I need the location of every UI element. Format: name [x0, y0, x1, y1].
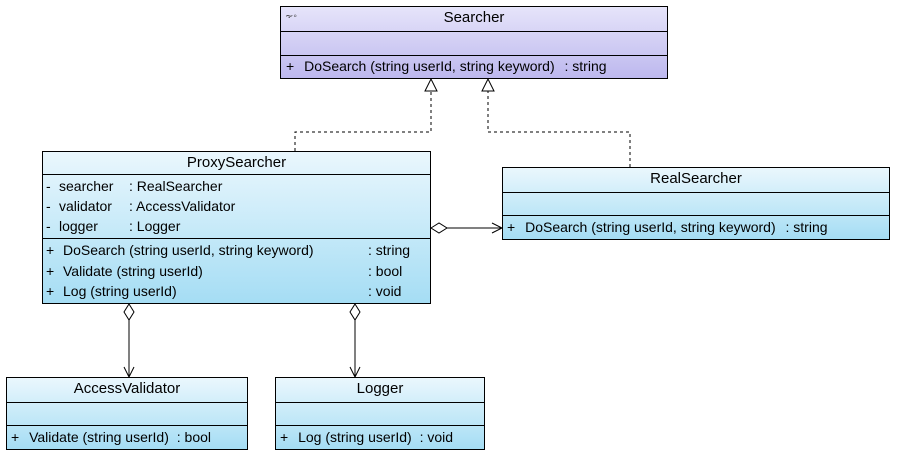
divider — [503, 192, 889, 193]
realization-proxy-to-searcher — [294, 77, 438, 151]
aggregation-diamond — [430, 222, 448, 234]
class-name: AccessValidator — [73, 380, 181, 397]
operation-row: + Log (string userId) : void — [280, 428, 453, 446]
return-type: : void — [368, 283, 402, 299]
visibility-marker: + — [286, 58, 295, 74]
visibility-marker: - — [46, 218, 51, 234]
return-type: : string — [368, 242, 411, 258]
attribute-type: : AccessValidator — [129, 198, 236, 214]
interface-icon: ⸟◦ — [285, 11, 297, 22]
class-name: RealSearcher — [650, 170, 742, 187]
divider — [281, 55, 667, 56]
divider — [503, 215, 889, 216]
return-type: : void — [419, 429, 454, 445]
operation-signature: Log (string userId) — [63, 283, 177, 299]
attribute-name: searcher — [59, 178, 114, 194]
visibility-marker: + — [11, 429, 20, 445]
return-type: : string — [785, 219, 828, 235]
visibility-marker: + — [46, 283, 55, 299]
proxysearcher-class-box[interactable]: ProxySearcher - searcher : RealSearcher … — [42, 151, 431, 304]
searcher-interface-box[interactable]: ⸟◦ Searcher + DoSearch (string userId, s… — [280, 6, 668, 79]
realization-arrowhead — [481, 77, 495, 92]
attribute-type: : RealSearcher — [129, 178, 223, 194]
operation-row: + Validate (string userId) : bool — [11, 428, 211, 446]
realization-real-to-searcher — [481, 77, 631, 167]
operation-row: + DoSearch (string userId, string keywor… — [507, 218, 828, 236]
divider — [281, 31, 667, 32]
divider — [7, 402, 247, 403]
operation-signature: DoSearch (string userId, string keyword) — [525, 219, 776, 235]
visibility-marker: + — [507, 219, 516, 235]
realsearcher-class-box[interactable]: RealSearcher + DoSearch (string userId, … — [502, 167, 890, 240]
divider — [276, 402, 484, 403]
attribute-name: logger — [59, 218, 98, 234]
class-name: Searcher — [443, 9, 505, 26]
divider — [7, 425, 247, 426]
accessvalidator-class-box[interactable]: AccessValidator + Validate (string userI… — [6, 377, 248, 450]
visibility-marker: + — [280, 429, 289, 445]
attribute-name: validator — [59, 198, 112, 214]
operation-row: + DoSearch (string userId, string keywor… — [286, 57, 607, 75]
divider — [43, 238, 430, 239]
logger-class-box[interactable]: Logger + Log (string userId) : void — [275, 377, 485, 450]
visibility-marker: - — [46, 178, 51, 194]
aggregation-proxy-to-real — [430, 222, 504, 234]
aggregation-proxy-to-logger — [349, 303, 361, 379]
operation-signature: Validate (string userId) — [29, 429, 169, 445]
return-type: : bool — [176, 429, 212, 445]
class-name: Logger — [356, 380, 404, 397]
attribute-row: - — [46, 177, 51, 195]
attribute-row: - — [46, 197, 51, 215]
aggregation-diamond — [123, 303, 135, 321]
visibility-marker: - — [46, 198, 51, 214]
attribute-row: - — [46, 217, 51, 235]
class-name: ProxySearcher — [186, 154, 287, 171]
aggregation-diamond — [349, 303, 361, 321]
return-type: : string — [564, 58, 607, 74]
attribute-type: : Logger — [129, 218, 181, 234]
visibility-marker: + — [46, 242, 55, 258]
operation-signature: Log (string userId) — [298, 429, 412, 445]
operation-signature: DoSearch (string userId, string keyword) — [304, 58, 555, 74]
divider — [43, 174, 430, 175]
divider — [276, 425, 484, 426]
visibility-marker: + — [46, 263, 55, 279]
aggregation-proxy-to-accessvalidator — [123, 303, 135, 379]
realization-arrowhead — [424, 77, 438, 92]
operation-signature: Validate (string userId) — [63, 263, 203, 279]
operation-signature: DoSearch (string userId, string keyword) — [63, 242, 314, 258]
return-type: : bool — [368, 263, 403, 279]
